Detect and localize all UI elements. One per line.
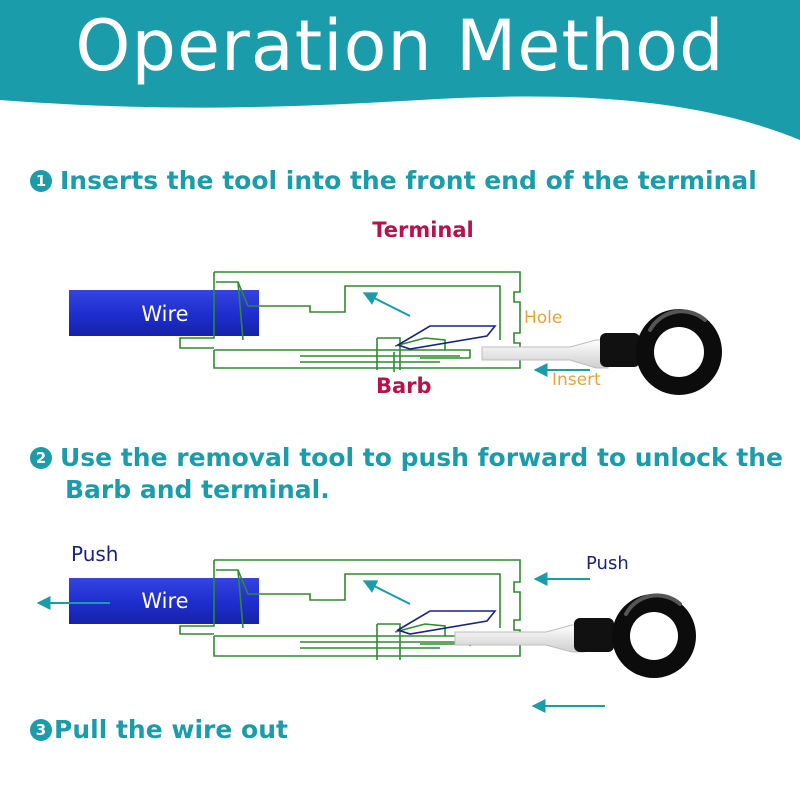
terminal-arrow (362, 292, 411, 317)
step-2-text-line2: Barb and terminal. (65, 475, 330, 504)
diagram-push-unlock: Push Wire Push (36, 542, 696, 713)
removal-tool (481, 309, 722, 395)
hole-label: Hole (524, 308, 562, 328)
barb-shape (396, 325, 497, 350)
step-1-heading: 1 Inserts the tool into the front end of … (30, 165, 757, 197)
page-title: Operation Method (75, 5, 725, 87)
wire (69, 578, 259, 624)
wire-label: Wire (141, 589, 188, 613)
terminal-outline (179, 271, 521, 370)
step-1-number: 1 (30, 170, 52, 192)
step-2-heading: 2 Use the removal tool to push forward to… (30, 442, 783, 506)
step-1-text: Inserts the tool into the front end of t… (60, 166, 757, 195)
wire-label: Wire (141, 302, 188, 326)
step-3-text: Pull the wire out (54, 715, 288, 744)
terminal-label: Terminal (372, 218, 474, 242)
step-2-number: 2 (30, 447, 52, 469)
step-3-number: 3 (30, 719, 52, 741)
title-banner (0, 0, 800, 140)
push-left-label: Push (71, 542, 118, 566)
step-2-text-line1: Use the removal tool to push forward to … (60, 443, 783, 472)
barb-shape (396, 610, 497, 635)
diagram-insert-tool: Terminal Wire Hole Barb Insert (69, 218, 722, 398)
removal-tool (454, 593, 696, 678)
barb-label: Barb (376, 374, 432, 398)
wire (69, 290, 259, 336)
push-right-label: Push (586, 553, 629, 574)
insert-label: Insert (552, 370, 601, 390)
terminal-arrow (362, 580, 411, 605)
